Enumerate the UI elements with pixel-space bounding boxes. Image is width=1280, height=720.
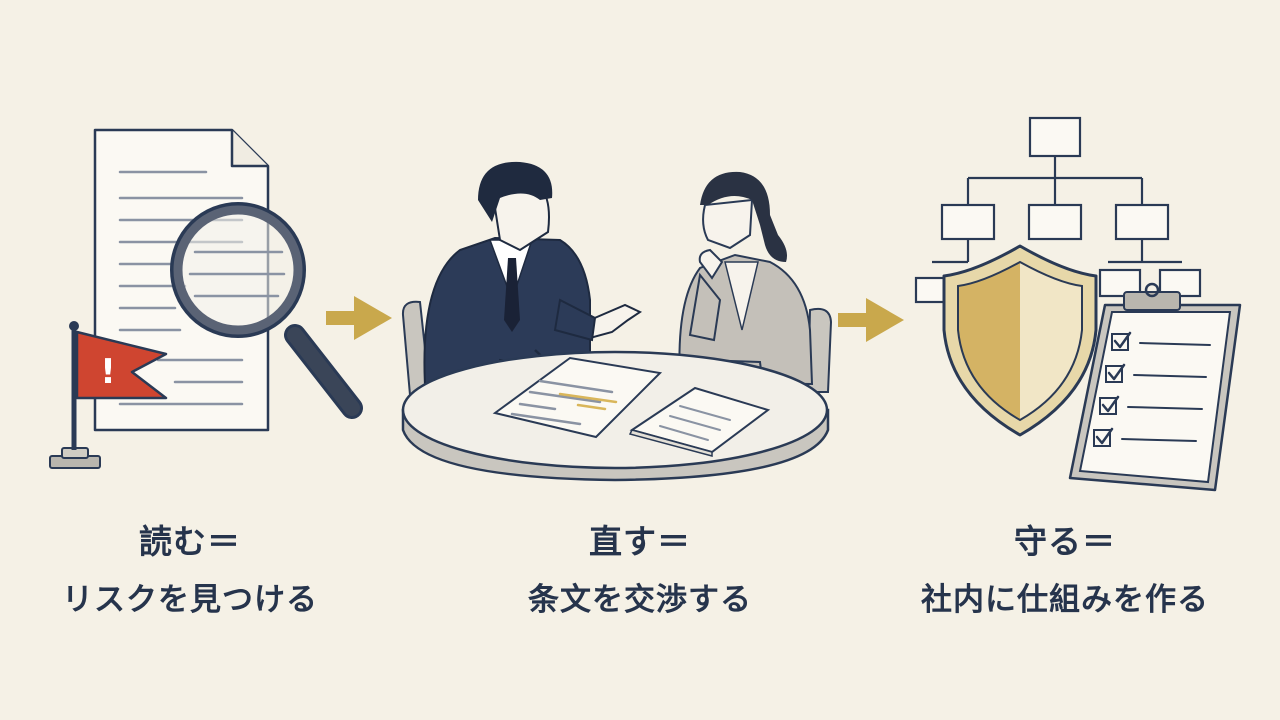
step-guard-caption: 守る＝ 社内に仕組みを作る <box>885 520 1245 622</box>
step-read-title: 読む＝ <box>139 522 241 561</box>
negotiation-scene <box>401 161 833 482</box>
arrow-right-icon <box>838 298 904 342</box>
step-guard-title: 守る＝ <box>1014 522 1116 561</box>
warning-flag-icon: ! <box>49 321 168 469</box>
step-fix-caption: 直す＝ 条文を交渉する <box>460 520 820 622</box>
step-guard-subtitle: 社内に仕組みを作る <box>921 582 1209 618</box>
step-fix-subtitle: 条文を交渉する <box>528 582 752 618</box>
step-read-caption: 読む＝ リスクを見つける <box>10 520 370 622</box>
magnifier-icon <box>170 202 363 419</box>
step-fix-title: 直す＝ <box>589 522 691 561</box>
checklist-clipboard-icon <box>1068 282 1242 492</box>
flag-exclamation: ! <box>100 352 116 392</box>
shield-icon <box>942 244 1098 437</box>
arrow-right-icon <box>326 296 392 340</box>
contract-papers <box>492 356 771 457</box>
step-read-subtitle: リスクを見つける <box>62 582 318 618</box>
businessman-figure <box>423 161 643 391</box>
businesswoman-figure <box>678 171 814 386</box>
org-chart-icon <box>914 116 1202 304</box>
